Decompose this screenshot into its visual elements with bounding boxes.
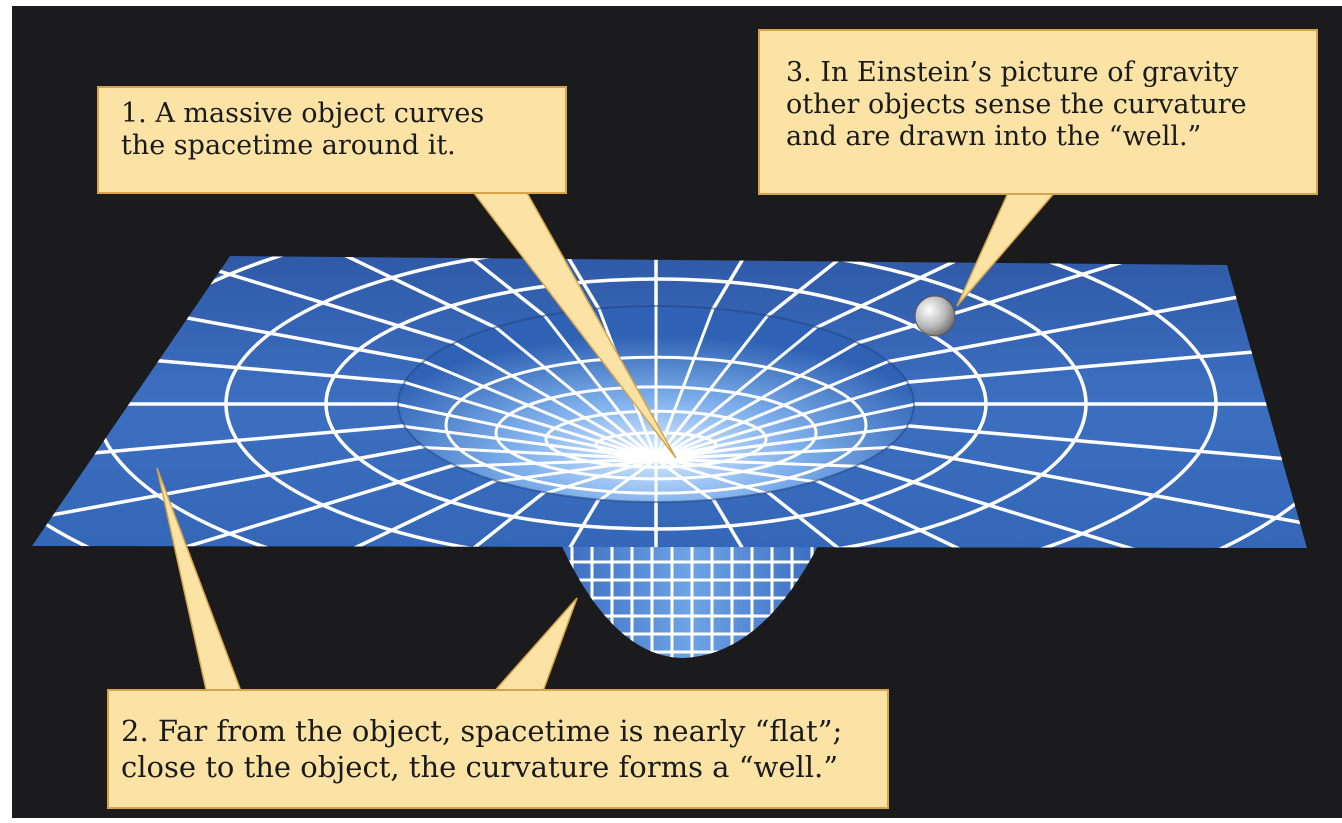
callout-3-line-1: 3. In Einstein’s picture of gravity [786, 57, 1316, 89]
callout-3-line-3: and are drawn into the “well.” [786, 121, 1316, 153]
callout-2-line-2: close to the object, the curvature forms… [121, 749, 887, 785]
callout-einstein-gravity: 3. In Einstein’s picture of gravity othe… [758, 29, 1318, 195]
callout-flat-vs-well: 2. Far from the object, spacetime is nea… [107, 689, 889, 809]
test-object [915, 296, 955, 336]
callout-2-line-1: 2. Far from the object, spacetime is nea… [121, 713, 887, 749]
callout-1-line-1: 1. A massive object curves [121, 98, 565, 130]
callout-1-line-2: the spacetime around it. [121, 130, 565, 162]
well-bulb [552, 542, 827, 666]
gravity-well [396, 304, 916, 504]
callout-massive-object: 1. A massive object curves the spacetime… [97, 86, 567, 194]
spacetime-figure: 1. A massive object curves the spacetime… [12, 6, 1342, 818]
pointer-2b [492, 598, 577, 694]
callout-3-line-2: other objects sense the curvature [786, 89, 1316, 121]
